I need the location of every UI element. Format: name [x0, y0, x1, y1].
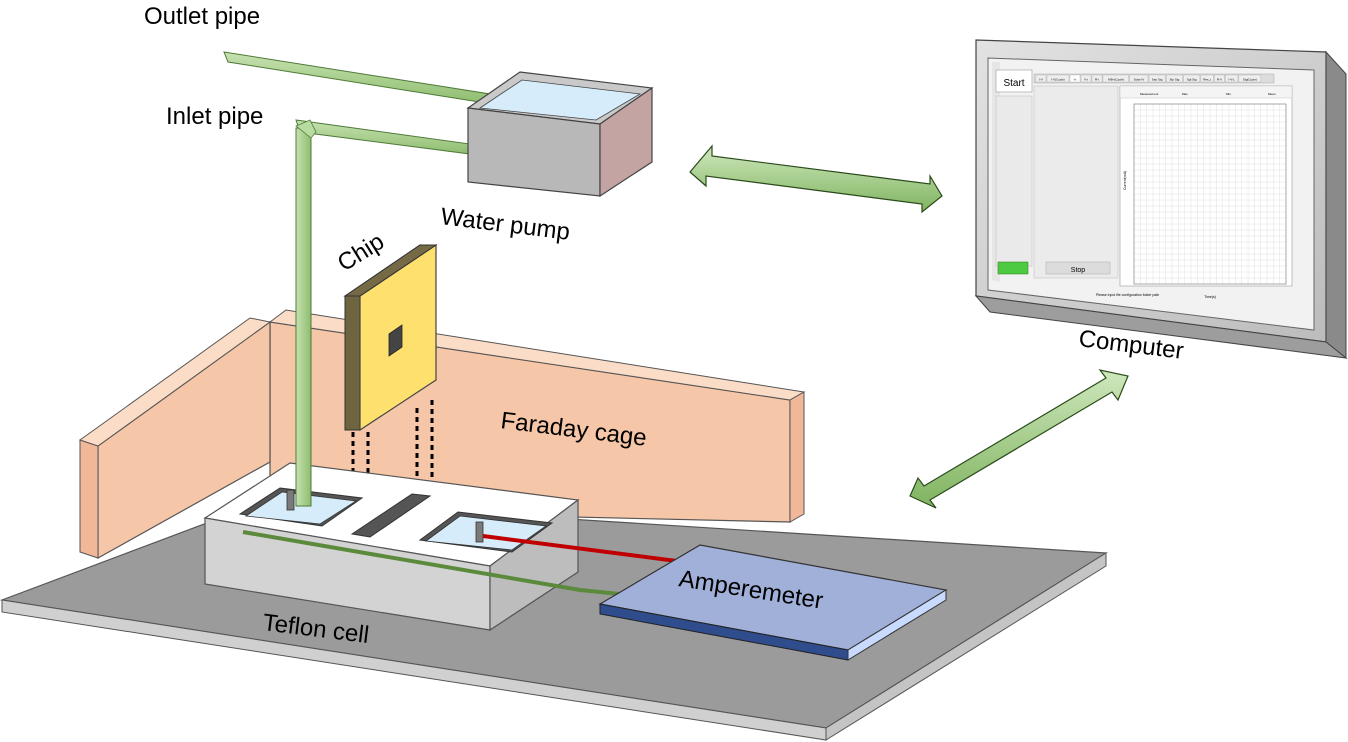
screen-tab-label: V-t: [1084, 78, 1088, 82]
screen-tab[interactable]: [1166, 74, 1183, 83]
screen-tab[interactable]: [1129, 74, 1149, 83]
screen-tab[interactable]: [1091, 74, 1103, 83]
stop-button-label: Stop: [1071, 267, 1086, 274]
parameter-panel: [1033, 85, 1119, 279]
computer-monitor: Start I-V I-V(Cycle) I-t V-t R-t IVB-t(Cycle)…: [974, 39, 1348, 360]
chart-grid: [1133, 103, 1287, 285]
amperemeter: [598, 544, 948, 661]
chart-stats-header: [1119, 85, 1293, 99]
chart-x-label: Time(s): [1204, 295, 1216, 299]
status-indicator: [997, 261, 1029, 275]
screen-tab[interactable]: [1046, 74, 1070, 83]
stat-col-min: Min: [1226, 92, 1231, 96]
screen-tab-label: Stg(Cycle): [1243, 78, 1257, 82]
screen-tab-label: Sgl Stg: [1187, 78, 1197, 82]
bidirectional-arrow-pump-computer: [689, 144, 943, 214]
screen-tab[interactable]: [1102, 74, 1129, 83]
start-button-label: Start: [1003, 78, 1024, 89]
screen-tab-label: Solar IV: [1134, 78, 1145, 82]
screen-tab-label: I-V: [1039, 78, 1043, 82]
screen-tab-label: I-V-L: [1228, 78, 1235, 82]
screen-tab-label: Stp Stg: [1170, 78, 1180, 82]
chart-plot-frame: [1133, 103, 1287, 285]
chart-y-label: Current(mA): [1123, 171, 1127, 190]
screen-tab-label: Sep Stg: [1152, 78, 1163, 82]
screen-tab[interactable]: [1200, 74, 1214, 83]
screen-tab-label: Res_t: [1203, 78, 1211, 82]
stat-col-mean: Mean: [1268, 92, 1276, 96]
chart-panel: [1119, 85, 1293, 287]
screen-tab-label: IVB-t(Cycle): [1108, 78, 1124, 82]
stat-col-measurement: Measurement: [1140, 92, 1159, 96]
screen-tab[interactable]: [1035, 74, 1047, 83]
screen-tab[interactable]: [1080, 74, 1092, 83]
screen-tab[interactable]: [1214, 74, 1225, 83]
chip: [343, 243, 438, 530]
stat-col-max: Max: [1182, 92, 1188, 96]
status-bar-text: Please input file configuration folder p…: [1096, 293, 1159, 297]
stop-button[interactable]: [1045, 261, 1111, 275]
teflon-cell: [203, 462, 580, 632]
screen-tab[interactable]: [1238, 74, 1262, 83]
settings-panel: [995, 95, 1033, 267]
label-outlet-pipe: Outlet pipe: [144, 3, 260, 30]
label-water-pump: Water pump: [439, 203, 571, 246]
label-chip: Chip: [333, 228, 389, 277]
screen-tab-label: R-t: [1095, 78, 1099, 82]
screen-tab[interactable]: [1225, 74, 1239, 83]
bidirectional-arrow-amperemeter-computer: [909, 369, 1129, 509]
label-inlet-pipe: Inlet pipe: [166, 103, 263, 130]
start-button[interactable]: [995, 69, 1033, 93]
pipes: [223, 51, 493, 507]
screen-tab[interactable]: [1148, 74, 1166, 83]
computer-screen: Start I-V I-V(Cycle) I-t V-t R-t IVB-t(Cycle)…: [987, 57, 1315, 331]
screen-tab[interactable]: [1183, 74, 1201, 83]
screen-tab[interactable]: [1069, 74, 1081, 83]
screen-tab-label: I-V(Cycle): [1051, 78, 1064, 82]
screen-tab-label: R-V: [1217, 78, 1222, 82]
water-pump: [466, 71, 654, 198]
screen-tab-label: I-t: [1074, 78, 1077, 82]
